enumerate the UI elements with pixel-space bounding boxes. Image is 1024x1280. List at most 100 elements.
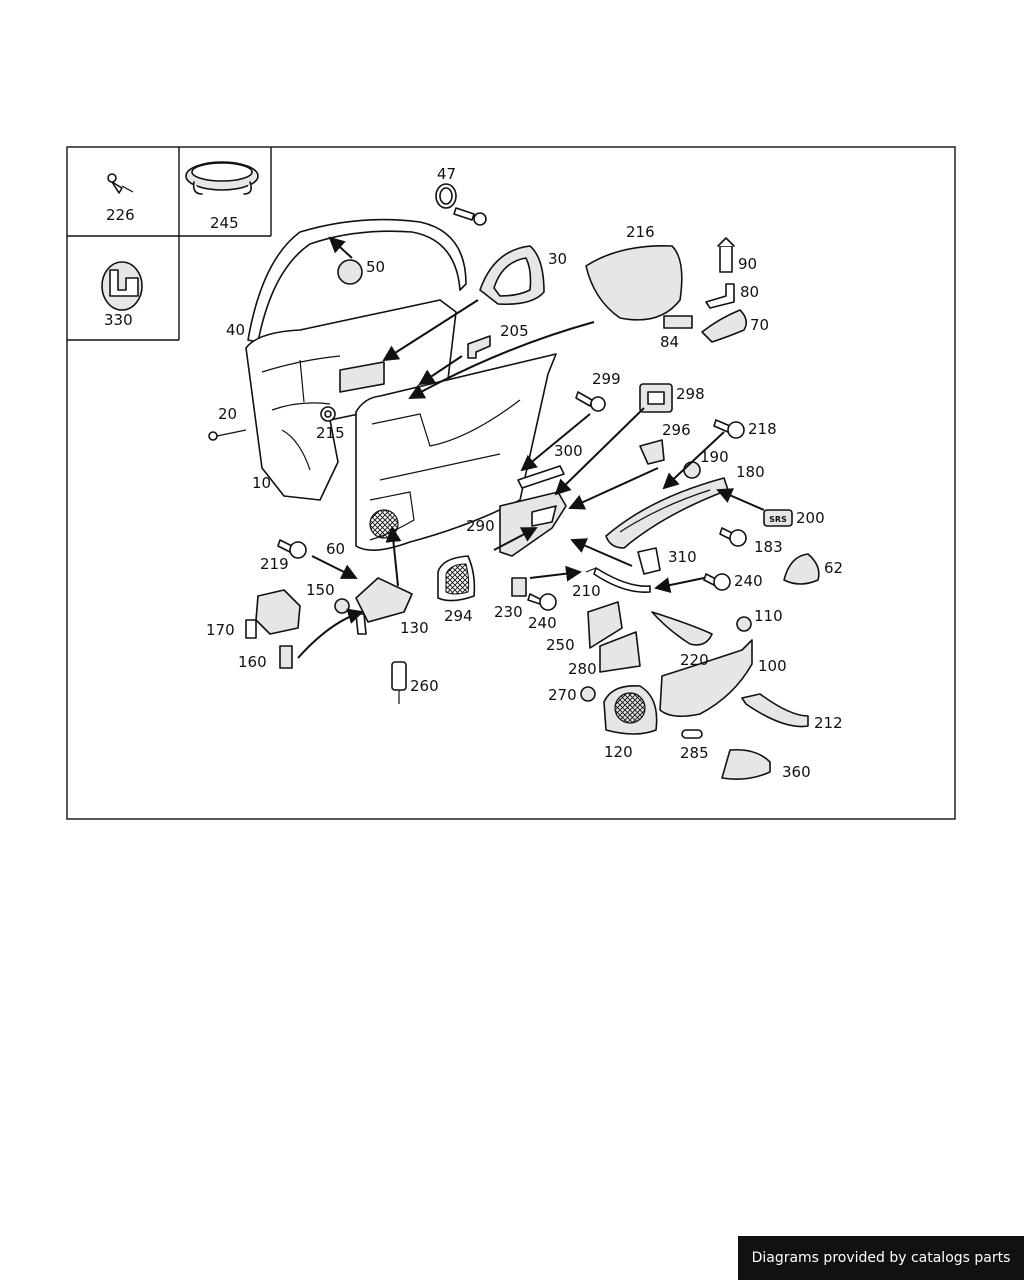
part-205-bracket[interactable] <box>467 335 491 359</box>
label-70: 70 <box>750 316 769 334</box>
part-47-screw[interactable] <box>453 207 487 226</box>
label-120: 120 <box>604 743 633 761</box>
part-298-switch[interactable] <box>639 383 673 413</box>
label-180: 180 <box>736 463 765 481</box>
label-300: 300 <box>554 442 583 460</box>
label-294: 294 <box>444 607 473 625</box>
part-285-plug[interactable] <box>681 729 703 739</box>
label-62: 62 <box>824 559 843 577</box>
label-226: 226 <box>106 206 135 224</box>
part-30-gasket[interactable] <box>479 245 545 306</box>
label-190: 190 <box>700 448 729 466</box>
footer-credit-text: Diagrams provided by catalogs parts <box>751 1250 1011 1266</box>
label-310: 310 <box>668 548 697 566</box>
label-205: 205 <box>500 322 529 340</box>
label-219: 219 <box>260 555 289 573</box>
label-330: 330 <box>104 311 133 329</box>
part-150-nut[interactable] <box>334 598 350 614</box>
part-10-door-inner[interactable] <box>245 299 457 501</box>
footer-credit: Diagrams provided by catalogs parts <box>738 1236 1024 1280</box>
part-212-handle-bar[interactable] <box>741 693 809 728</box>
label-212: 212 <box>814 714 843 732</box>
label-130: 130 <box>400 619 429 637</box>
inset-boxes <box>67 147 272 341</box>
label-210: 210 <box>572 582 601 600</box>
label-90: 90 <box>738 255 757 273</box>
part-84-block[interactable] <box>663 315 693 329</box>
label-100: 100 <box>758 657 787 675</box>
part-360-bracket[interactable] <box>721 748 771 780</box>
part-216-cushion[interactable] <box>585 245 683 321</box>
label-80: 80 <box>740 283 759 301</box>
label-260: 260 <box>410 677 439 695</box>
part-270-nut[interactable] <box>580 686 596 702</box>
part-215-nut[interactable] <box>320 406 336 422</box>
label-230: 230 <box>494 603 523 621</box>
part-210-cable[interactable] <box>585 567 651 593</box>
label-240-left: 240 <box>528 614 557 632</box>
srs-badge-text: SRS <box>769 515 787 524</box>
part-200-srs-badge[interactable]: SRS <box>763 509 793 527</box>
label-40: 40 <box>226 321 245 339</box>
label-298: 298 <box>676 385 705 403</box>
part-50-cap[interactable] <box>337 259 363 285</box>
part-294-grill[interactable] <box>437 555 476 602</box>
part-40-frame-seal[interactable] <box>247 218 467 343</box>
label-290: 290 <box>466 517 495 535</box>
label-160: 160 <box>238 653 267 671</box>
label-50: 50 <box>366 258 385 276</box>
part-226-pin[interactable] <box>107 173 134 194</box>
part-240-screw-left[interactable] <box>527 593 557 611</box>
part-180-trim[interactable] <box>605 477 729 549</box>
part-219-screw[interactable] <box>277 539 307 559</box>
label-110: 110 <box>754 607 783 625</box>
part-100-lower-trim[interactable] <box>659 639 753 718</box>
label-170: 170 <box>206 621 235 639</box>
part-90-connector[interactable] <box>717 237 735 273</box>
label-20: 20 <box>218 405 237 423</box>
speaker-grill-icon <box>369 509 399 539</box>
part-280-panel[interactable] <box>599 631 641 673</box>
part-230-clip[interactable] <box>511 577 527 597</box>
part-62-cover[interactable] <box>783 553 820 585</box>
part-door-trim-panel[interactable] <box>355 353 557 551</box>
part-240-screw-right[interactable] <box>703 573 731 591</box>
part-110-nut[interactable] <box>736 616 752 632</box>
callout-labels: 226 245 330 47 50 30 216 90 80 70 84 40 … <box>104 165 843 781</box>
leader-arrows <box>297 236 765 659</box>
label-215: 215 <box>316 424 345 442</box>
label-183: 183 <box>754 538 783 556</box>
part-299-screw[interactable] <box>575 391 606 412</box>
label-47: 47 <box>437 165 456 183</box>
label-30: 30 <box>548 250 567 268</box>
part-290-armrest[interactable] <box>499 491 567 557</box>
label-216: 216 <box>626 223 655 241</box>
part-190-clip[interactable] <box>683 461 701 479</box>
diagram-frame <box>66 146 956 820</box>
part-20-rod[interactable] <box>208 429 247 441</box>
part-245-grommet[interactable] <box>185 161 259 195</box>
label-84: 84 <box>660 333 679 351</box>
part-170-lock[interactable] <box>245 589 301 639</box>
part-330-clip[interactable] <box>101 261 143 311</box>
label-250: 250 <box>546 636 575 654</box>
label-245: 245 <box>210 214 239 232</box>
part-296-bracket[interactable] <box>639 439 665 465</box>
part-80-elbow[interactable] <box>705 283 735 309</box>
part-120-speaker-cover[interactable] <box>603 685 658 735</box>
part-47-ring[interactable] <box>435 183 457 209</box>
part-160-block[interactable] <box>279 645 293 669</box>
part-310-cover[interactable] <box>637 547 661 575</box>
label-280: 280 <box>568 660 597 678</box>
part-260-connector[interactable] <box>391 661 407 704</box>
label-270: 270 <box>548 686 577 704</box>
part-300-strip[interactable] <box>517 465 565 489</box>
part-220-strip[interactable] <box>651 611 713 646</box>
part-70-handle[interactable] <box>701 309 748 343</box>
part-250-panel[interactable] <box>587 601 623 649</box>
label-10: 10 <box>252 474 271 492</box>
part-218-screw[interactable] <box>713 419 745 439</box>
part-183-screw[interactable] <box>719 527 747 547</box>
label-220: 220 <box>680 651 709 669</box>
label-218: 218 <box>748 420 777 438</box>
